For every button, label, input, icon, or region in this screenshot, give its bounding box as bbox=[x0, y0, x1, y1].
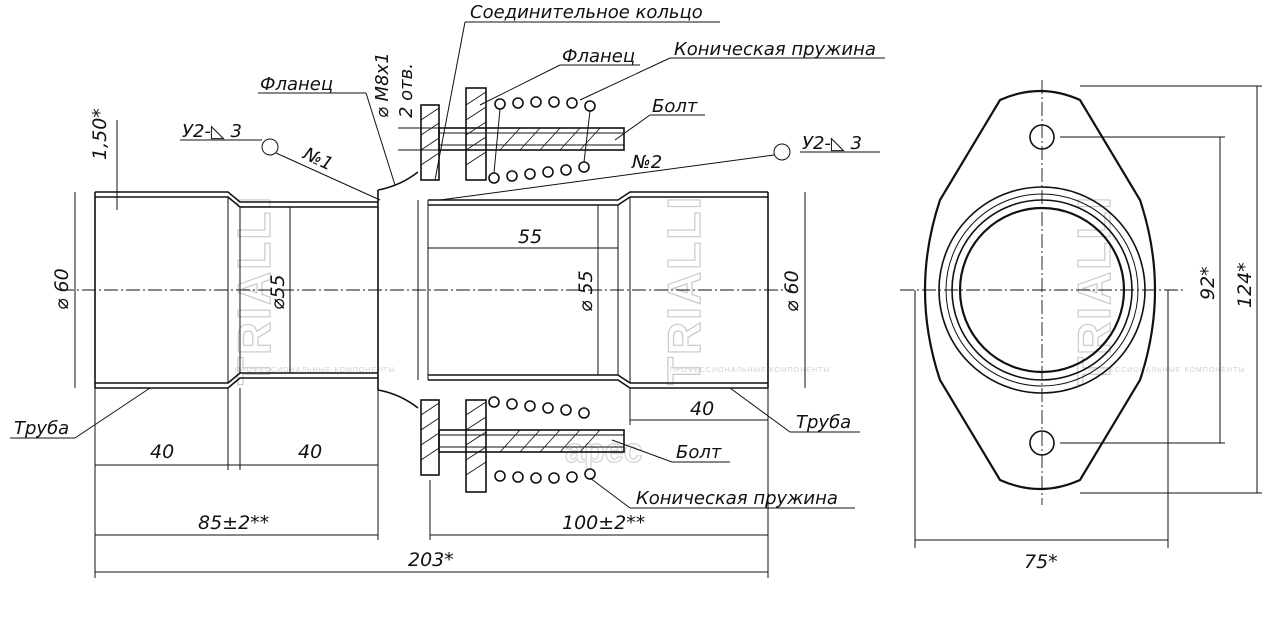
bolt-hatch-top bbox=[499, 127, 601, 151]
dim-flange-height: 124* bbox=[1234, 262, 1256, 308]
label-weld-no2: №2 bbox=[631, 152, 662, 173]
label-flange-top: Фланец bbox=[562, 46, 635, 67]
dim-len-40-a: 40 bbox=[150, 441, 174, 463]
label-bolt-bottom: Болт bbox=[676, 442, 722, 463]
label-pipe-left: Труба bbox=[14, 418, 69, 439]
watermark-logo: apec bbox=[565, 432, 643, 470]
dim-dia-left: ⌀ 60 bbox=[51, 268, 73, 310]
label-holes: 2 отв. bbox=[396, 63, 417, 118]
watermark-tagline-right: ПРОФЕССИОНАЛЬНЫЕ КОМПОНЕНТЫ bbox=[1085, 367, 1246, 374]
spring-top bbox=[488, 96, 596, 184]
bolt-hatch-bottom bbox=[499, 429, 601, 453]
hatching-bottom bbox=[420, 401, 487, 476]
pipe-assembly bbox=[60, 87, 791, 493]
weld-mark-right bbox=[773, 143, 791, 161]
labels: Соединительное кольцо Фланец Коническая … bbox=[14, 2, 876, 509]
dim-dia-mid-right: ⌀ 55 bbox=[575, 270, 597, 312]
dim-flange-holes: 92* bbox=[1197, 266, 1219, 300]
watermark-group: TRIALLI TRIALLI TRIALLI ПРОФЕССИОНАЛЬНЫЕ… bbox=[227, 194, 1246, 470]
label-weld-left: У2-◺ 3 bbox=[182, 121, 242, 142]
dim-len-85: 85±2** bbox=[198, 512, 269, 534]
label-pipe-right: Труба bbox=[796, 412, 851, 433]
label-connecting-ring: Соединительное кольцо bbox=[470, 2, 703, 23]
dim-dia-right: ⌀ 60 bbox=[781, 270, 803, 312]
dim-len-total: 203* bbox=[408, 549, 454, 571]
spring-bottom bbox=[488, 396, 596, 484]
dim-len-40-right: 40 bbox=[690, 398, 714, 420]
dim-flange-width: 75* bbox=[1024, 551, 1058, 573]
label-bolt-top: Болт bbox=[652, 96, 698, 117]
dim-dia-mid-left: ⌀55 bbox=[267, 274, 289, 310]
label-weld-no1: №1 bbox=[299, 143, 336, 175]
dim-len-40-b: 40 bbox=[298, 441, 322, 463]
dimension-text: 1,50* ⌀ 60 ⌀55 ⌀ 55 ⌀ 60 55 40 40 40 85±… bbox=[51, 108, 1256, 573]
watermark-tagline-left: ПРОФЕССИОНАЛЬНЫЕ КОМПОНЕНТЫ bbox=[235, 367, 396, 374]
leader-lines bbox=[10, 21, 885, 509]
dim-len-55: 55 bbox=[518, 226, 542, 248]
dimension-lines bbox=[74, 120, 806, 578]
weld-mark-left bbox=[261, 138, 279, 156]
label-conical-spring-bottom: Коническая пружина bbox=[636, 488, 838, 509]
label-thread: ⌀ М8х1 bbox=[372, 52, 393, 118]
flange-end-view bbox=[900, 80, 1262, 548]
label-flange-left: Фланец bbox=[260, 74, 333, 95]
dim-len-100: 100±2** bbox=[562, 512, 645, 534]
label-conical-spring-top: Коническая пружина bbox=[674, 39, 876, 60]
watermark-tagline-mid: ПРОФЕССИОНАЛЬНЫЕ КОМПОНЕНТЫ bbox=[670, 367, 831, 374]
label-weld-right: У2-◺ 3 bbox=[802, 133, 862, 154]
dim-wall: 1,50* bbox=[89, 108, 111, 160]
